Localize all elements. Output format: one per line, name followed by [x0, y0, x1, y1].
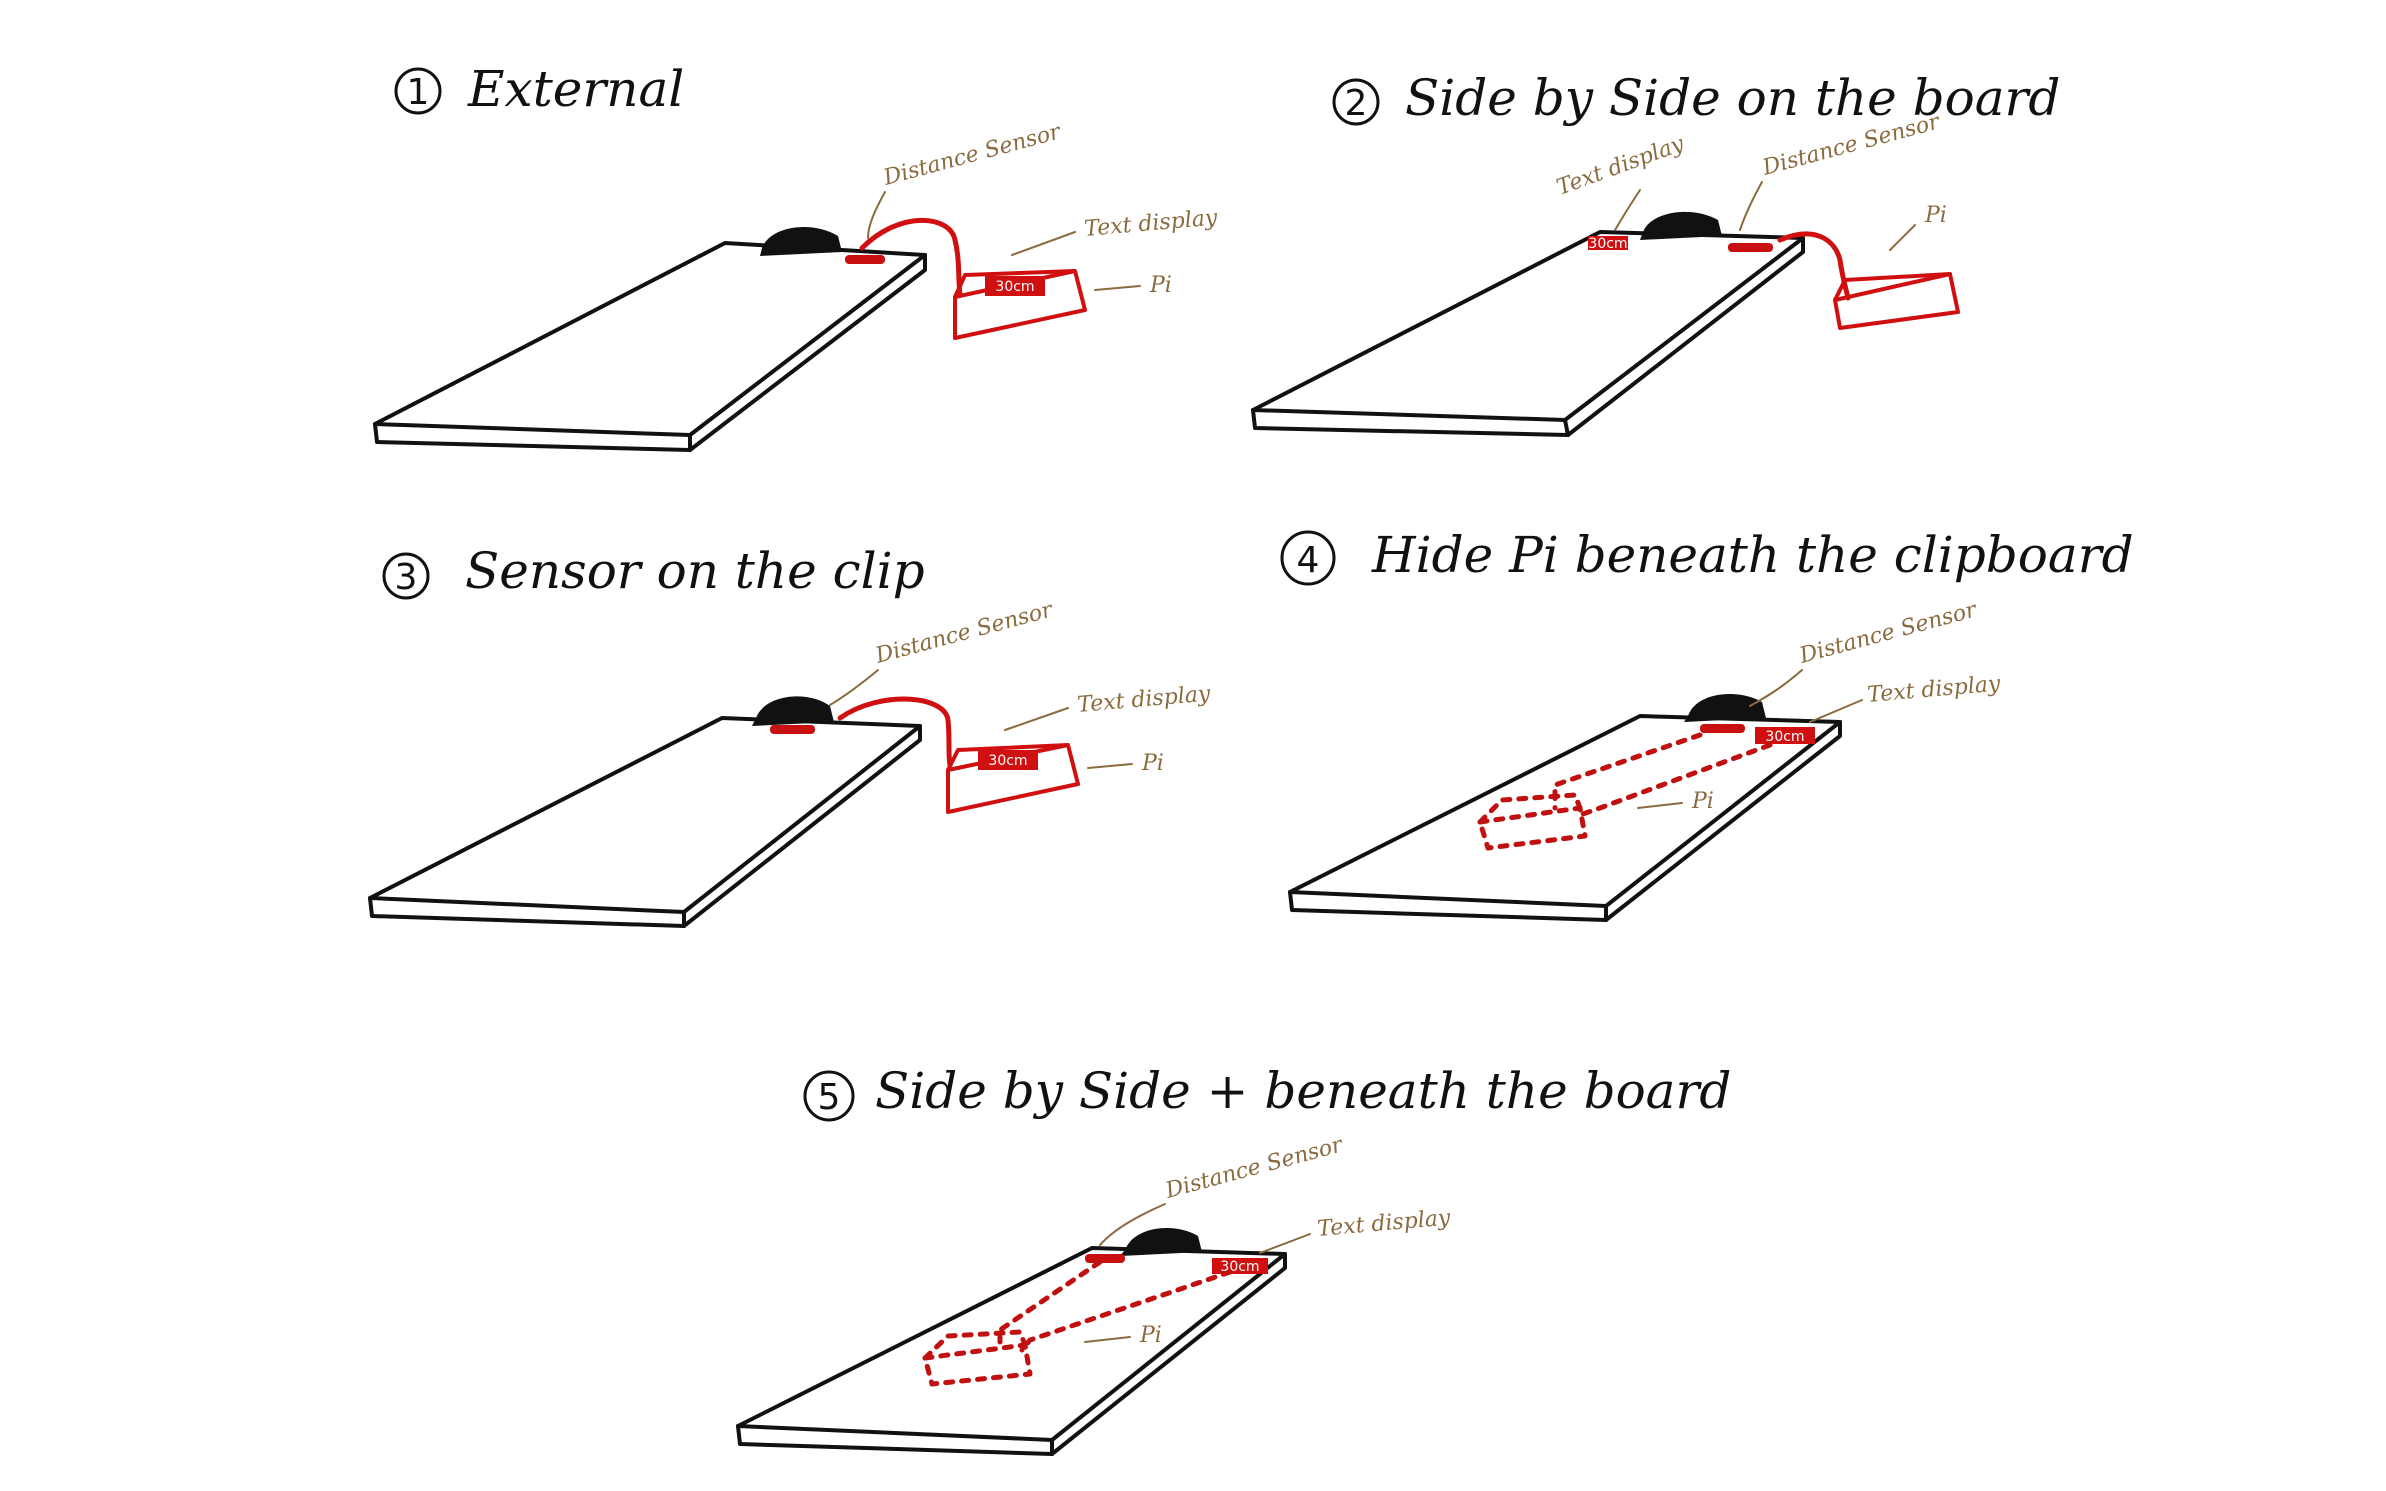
panel-3-title: Sensor on the clip — [465, 542, 925, 600]
panel-3-clip-icon — [752, 696, 834, 726]
panel-1-external: 1 External 30cm Distance Sensor Text dis… — [373, 60, 1219, 452]
panel-1-text-display — [985, 276, 1045, 296]
panel-5-pi-arrow — [1084, 1336, 1131, 1343]
panel-4-distance-sensor — [1700, 724, 1745, 733]
panel-5-display-arrow — [1259, 1233, 1311, 1254]
panel-3-sensor-on-clip: 3 Sensor on the clip 30cm Distance Senso… — [368, 542, 1212, 928]
panel-3-clipboard — [368, 716, 922, 928]
panel-4-display-label: Text display — [1866, 671, 2002, 708]
panel-4-pi-label: Pi — [1691, 789, 1714, 814]
panel-2-display-label: Text display — [1554, 131, 1688, 200]
panel-3-pi-label: Pi — [1141, 751, 1164, 776]
panel-1-number-circle — [394, 67, 442, 115]
panel-2-display-arrow — [1614, 189, 1641, 231]
panel-2-title: Side by Side on the board — [1405, 69, 2060, 127]
panel-2-pi-label: Pi — [1924, 203, 1947, 228]
panel-2-pi-arrow — [1889, 224, 1916, 251]
panel-1-pi-label: Pi — [1149, 273, 1172, 298]
panel-4-text-display — [1755, 727, 1815, 744]
panel-3-distance-sensor — [770, 725, 815, 734]
panel-3-display-label: Text display — [1076, 681, 1212, 718]
panel-5-display-label: Text display — [1316, 1205, 1452, 1242]
panel-3-pi-box: 30cm — [946, 743, 1080, 814]
panel-4-reading: 30cm — [1765, 729, 1804, 745]
panel-4-title: Hide Pi beneath the clipboard — [1371, 526, 2134, 584]
panel-4-hide-pi: 4 Hide Pi beneath the clipboard 30cm Dis… — [1280, 526, 2134, 922]
panel-5-side-by-side-beneath: 5 Side by Side + beneath the board 30cm … — [736, 1062, 1731, 1456]
panel-3-wire — [837, 696, 953, 768]
panel-1-pi-arrow — [1094, 285, 1141, 291]
panel-5-sensor-arrow — [1099, 1203, 1166, 1246]
panel-5-sensor-label: Distance Sensor — [1162, 1132, 1346, 1204]
panel-4-hidden-wire-2 — [1577, 742, 1773, 818]
panel-5-clip-icon — [1120, 1227, 1202, 1256]
panel-4-sensor-label: Distance Sensor — [1796, 597, 1980, 669]
panel-4-clipboard — [1288, 714, 1842, 922]
panel-4-hidden-wire-1 — [1552, 732, 1703, 811]
panel-5-pi-label: Pi — [1139, 1323, 1162, 1348]
panel-1-distance-sensor — [845, 255, 885, 264]
panel-2-clip-icon — [1640, 211, 1722, 240]
panel-5-title: Side by Side + beneath the board — [875, 1062, 1731, 1120]
panel-1-sensor-arrow — [867, 191, 886, 239]
panel-1-sensor-label: Distance Sensor — [880, 119, 1064, 191]
panel-2-distance-sensor — [1728, 243, 1773, 252]
panel-3-pi-arrow — [1087, 763, 1133, 769]
panel-5-hidden-wire-1 — [997, 1259, 1103, 1345]
panel-2-sensor-arrow — [1739, 181, 1763, 231]
panel-5-number: 5 — [818, 1077, 841, 1118]
panel-3-sensor-arrow — [829, 669, 879, 706]
panel-5-text-display — [1212, 1258, 1268, 1274]
panel-3-text-display — [978, 750, 1038, 770]
panel-2-reading: 30cm — [1588, 236, 1627, 252]
panel-5-distance-sensor — [1085, 1254, 1125, 1263]
panel-3-reading: 30cm — [988, 753, 1027, 769]
panel-1-wire — [859, 217, 963, 298]
panel-2-clipboard — [1251, 230, 1805, 437]
panel-4-hidden-pi-box — [1477, 792, 1588, 851]
panel-4-sensor-arrow — [1749, 669, 1803, 707]
panel-1-pi-box: 30cm — [953, 269, 1087, 340]
panel-3-sensor-label: Distance Sensor — [872, 597, 1056, 669]
panel-5-hidden-wire-2 — [1019, 1269, 1233, 1353]
panel-1-reading: 30cm — [995, 279, 1034, 295]
panel-1-clip-icon — [760, 226, 842, 256]
panel-2-wire — [1777, 231, 1851, 301]
panel-3-display-arrow — [1004, 707, 1069, 731]
panel-2-text-display — [1588, 236, 1628, 250]
panel-4-pi-arrow — [1637, 802, 1683, 809]
panel-3-number-circle — [382, 552, 430, 600]
panel-3-number: 3 — [395, 557, 418, 598]
panel-4-clip-icon — [1684, 693, 1766, 722]
panel-2-number: 2 — [1345, 83, 1368, 124]
panel-4-number-circle — [1280, 530, 1336, 586]
panel-5-number-circle — [803, 1070, 855, 1122]
panel-5-clipboard — [736, 1246, 1287, 1456]
panel-5-hidden-pi-box — [922, 1329, 1033, 1387]
panel-1-title: External — [467, 60, 684, 118]
panel-1-display-arrow — [1011, 231, 1076, 256]
panel-2-side-by-side: 2 Side by Side on the board 30cm Text di… — [1251, 69, 2060, 437]
panel-2-pi-box — [1833, 272, 1960, 330]
panel-2-number-circle — [1332, 78, 1380, 126]
panel-1-clipboard — [373, 241, 927, 452]
panel-4-display-arrow — [1809, 699, 1863, 723]
panel-1-number: 1 — [407, 72, 430, 113]
panel-4-number: 4 — [1297, 540, 1320, 581]
panel-1-display-label: Text display — [1083, 205, 1219, 242]
